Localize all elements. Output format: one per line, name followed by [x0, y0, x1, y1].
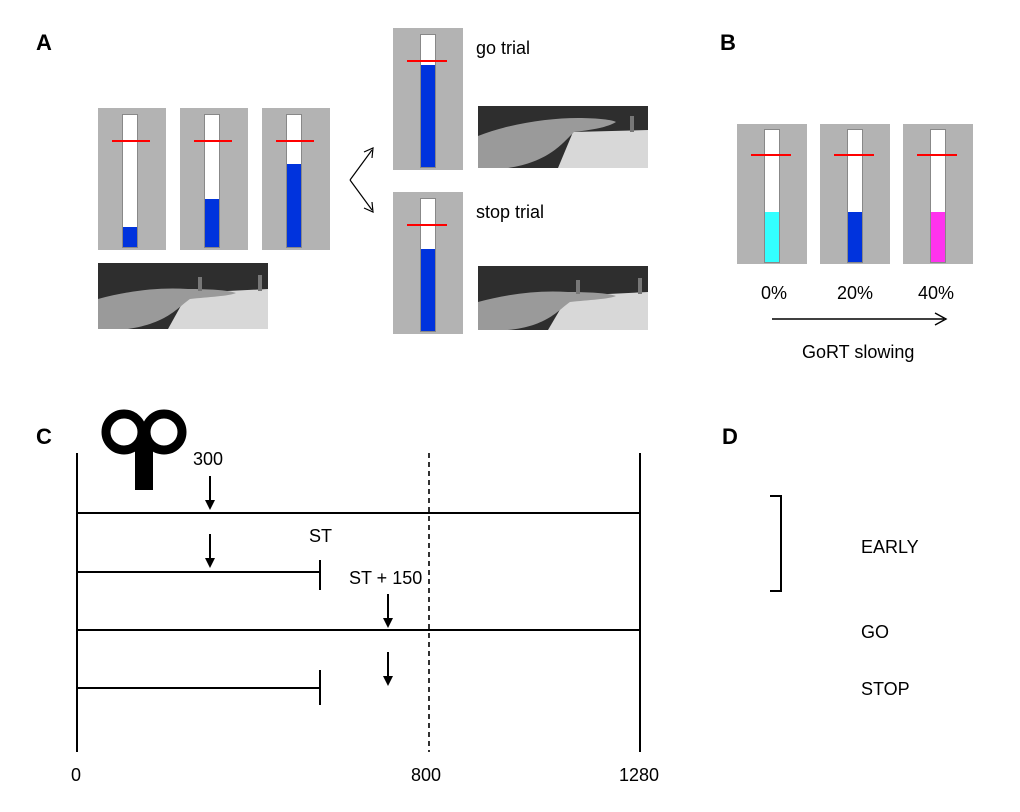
- bar-fill: [421, 249, 435, 331]
- clock-key-icon: [101, 409, 187, 490]
- fill-bar-1: [98, 108, 166, 250]
- bar-track: [764, 129, 780, 263]
- bar-fill: [765, 211, 779, 262]
- stop-trial-label: stop trial: [476, 202, 545, 222]
- bar-track: [930, 129, 946, 263]
- target-line: [751, 154, 791, 156]
- fill-bar-3: [262, 108, 330, 250]
- go-trial-bar: [393, 28, 463, 170]
- bar-track: [286, 114, 302, 248]
- go-trial-label: go trial: [476, 38, 531, 58]
- hand-photo-go: [478, 106, 648, 168]
- gort-bar-0: [737, 124, 807, 264]
- bar-fill: [421, 65, 435, 167]
- early-label: EARLY: [861, 537, 919, 557]
- bar-fill: [931, 211, 945, 262]
- target-line: [194, 140, 232, 142]
- down-arrow-icon: [383, 652, 393, 686]
- hand-photo-stop: [478, 266, 648, 330]
- target-line: [834, 154, 874, 156]
- tick-1280: 1280: [619, 765, 660, 785]
- down-arrow-icon: [383, 594, 393, 628]
- gort-label-20: 20%: [837, 283, 874, 303]
- target-line: [276, 140, 314, 142]
- gort-bar-40: [903, 124, 973, 264]
- down-arrow-icon: [205, 476, 215, 510]
- gort-label-40: 40%: [918, 283, 955, 303]
- cue-st-label: ST: [309, 526, 333, 546]
- fill-bar-2: [180, 108, 248, 250]
- gort-axis-label: GoRT slowing: [802, 342, 915, 362]
- gort-label-0: 0%: [761, 283, 788, 303]
- go-label: GO: [861, 622, 890, 642]
- bar-fill: [848, 211, 862, 262]
- target-line: [407, 224, 447, 226]
- bar-track: [847, 129, 863, 263]
- stop-label: STOP: [861, 679, 910, 699]
- bar-track: [420, 198, 436, 332]
- down-arrow-icon: [205, 534, 215, 568]
- panel-label-d: D: [722, 424, 738, 449]
- panel-label-b: B: [720, 30, 736, 55]
- cue-300-label: 300: [193, 449, 224, 469]
- target-line: [407, 60, 447, 62]
- target-line: [112, 140, 150, 142]
- tick-0: 0: [71, 765, 82, 785]
- bar-track: [122, 114, 138, 248]
- gort-bar-20: [820, 124, 890, 264]
- bar-track: [420, 34, 436, 168]
- stop-trial-bar: [393, 192, 463, 334]
- panel-label-c: C: [36, 424, 52, 449]
- hand-photo-start: [98, 263, 268, 329]
- bar-fill: [287, 163, 301, 247]
- cue-st150-label: ST + 150: [349, 568, 423, 588]
- bar-track: [204, 114, 220, 248]
- bar-fill: [123, 227, 137, 247]
- bar-fill: [205, 199, 219, 247]
- target-line: [917, 154, 957, 156]
- panel-label-a: A: [36, 30, 52, 55]
- tick-800: 800: [411, 765, 442, 785]
